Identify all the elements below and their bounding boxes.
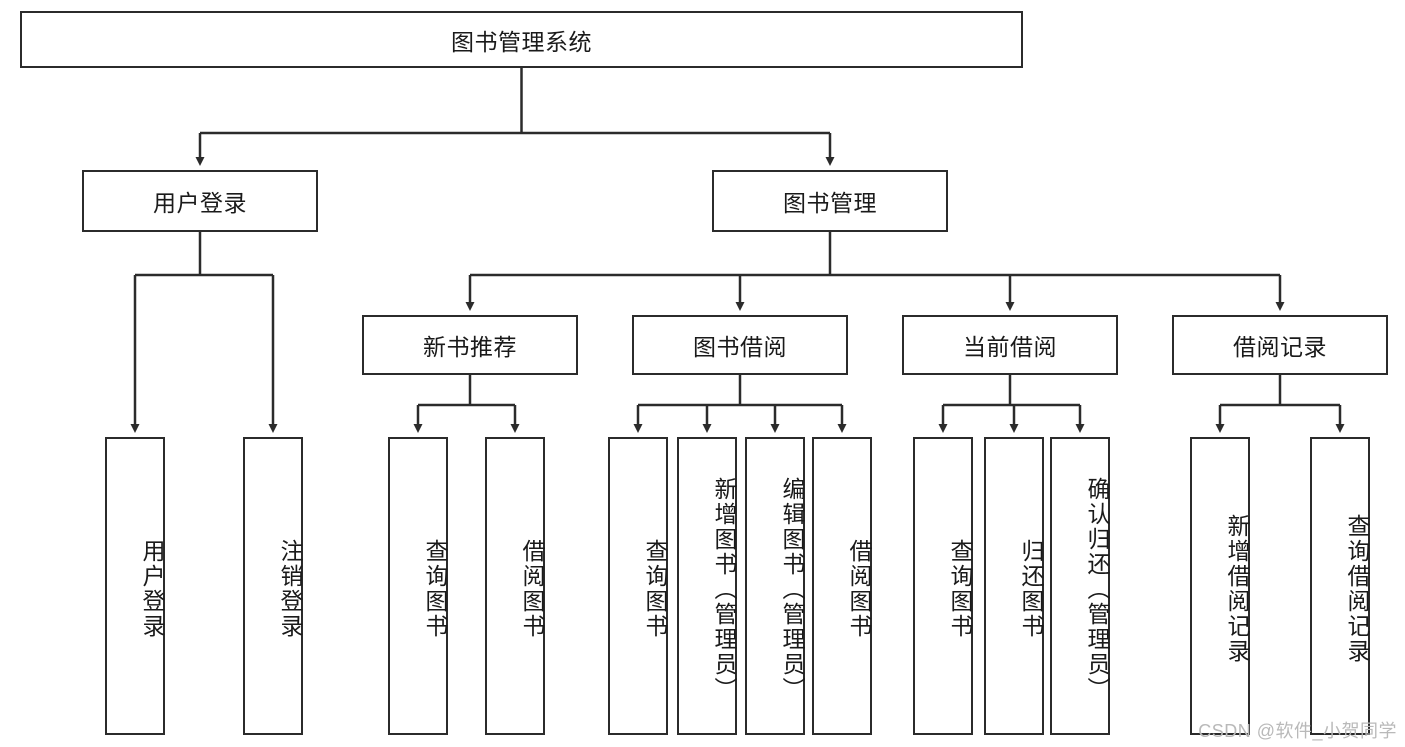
edge-group-user-login: [130, 232, 278, 433]
node-label: 借阅图书: [519, 539, 545, 639]
node-label: 确认归还（管理员）: [1084, 476, 1110, 702]
node-label: 用户登录: [139, 539, 165, 639]
node-label: 图书管理系统: [451, 28, 592, 55]
edge-group-root: [195, 68, 835, 166]
node-root-book-management-system[interactable]: 图书管理系统: [20, 11, 1023, 68]
leaf-add-borrow-record[interactable]: 新增借阅记录: [1190, 437, 1250, 735]
node-label: 图书借阅: [693, 334, 787, 360]
leaf-borrow-book-newbook[interactable]: 借阅图书: [485, 437, 545, 735]
node-label: 用户登录: [153, 190, 247, 216]
node-label: 当前借阅: [963, 334, 1057, 360]
node-new-book-recommend[interactable]: 新书推荐: [362, 315, 578, 375]
leaf-add-book-admin[interactable]: 新增图书（管理员）: [677, 437, 737, 735]
node-label: 查询图书: [947, 539, 973, 639]
node-borrow-record[interactable]: 借阅记录: [1172, 315, 1388, 375]
leaf-return-book[interactable]: 归还图书: [984, 437, 1044, 735]
node-book-borrow[interactable]: 图书借阅: [632, 315, 848, 375]
leaf-query-book-newbook[interactable]: 查询图书: [388, 437, 448, 735]
edge-group-new-book: [413, 375, 520, 433]
csdn-watermark: CSDN @软件_小贺同学: [1198, 721, 1397, 741]
node-label: 新书推荐: [423, 334, 517, 360]
node-label: 查询图书: [422, 539, 448, 639]
node-label: 借阅图书: [846, 539, 872, 639]
leaf-query-borrow-record[interactable]: 查询借阅记录: [1310, 437, 1370, 735]
leaf-query-book-borrow[interactable]: 查询图书: [608, 437, 668, 735]
leaf-user-login[interactable]: 用户登录: [105, 437, 165, 735]
leaf-edit-book-admin[interactable]: 编辑图书（管理员）: [745, 437, 805, 735]
node-book-management[interactable]: 图书管理: [712, 170, 948, 232]
node-label: 查询图书: [642, 539, 668, 639]
leaf-query-book-current[interactable]: 查询图书: [913, 437, 973, 735]
leaf-confirm-return-admin[interactable]: 确认归还（管理员）: [1050, 437, 1110, 735]
node-label: 图书管理: [783, 190, 877, 216]
node-label: 归还图书: [1018, 539, 1044, 639]
edge-group-book-mgmt: [465, 232, 1285, 311]
edge-group-current-borrow: [938, 375, 1085, 433]
node-label: 借阅记录: [1233, 334, 1327, 360]
node-user-login[interactable]: 用户登录: [82, 170, 318, 232]
leaf-borrow-book[interactable]: 借阅图书: [812, 437, 872, 735]
leaf-logout-login[interactable]: 注销登录: [243, 437, 303, 735]
node-label: 查询借阅记录: [1344, 514, 1370, 664]
edge-group-borrow-record: [1215, 375, 1345, 433]
node-label: 新增图书（管理员）: [711, 476, 737, 702]
edge-group-borrow: [633, 375, 847, 433]
node-current-borrow[interactable]: 当前借阅: [902, 315, 1118, 375]
node-label: 编辑图书（管理员）: [779, 476, 805, 702]
node-label: 新增借阅记录: [1224, 514, 1250, 664]
node-label: 注销登录: [277, 539, 303, 639]
